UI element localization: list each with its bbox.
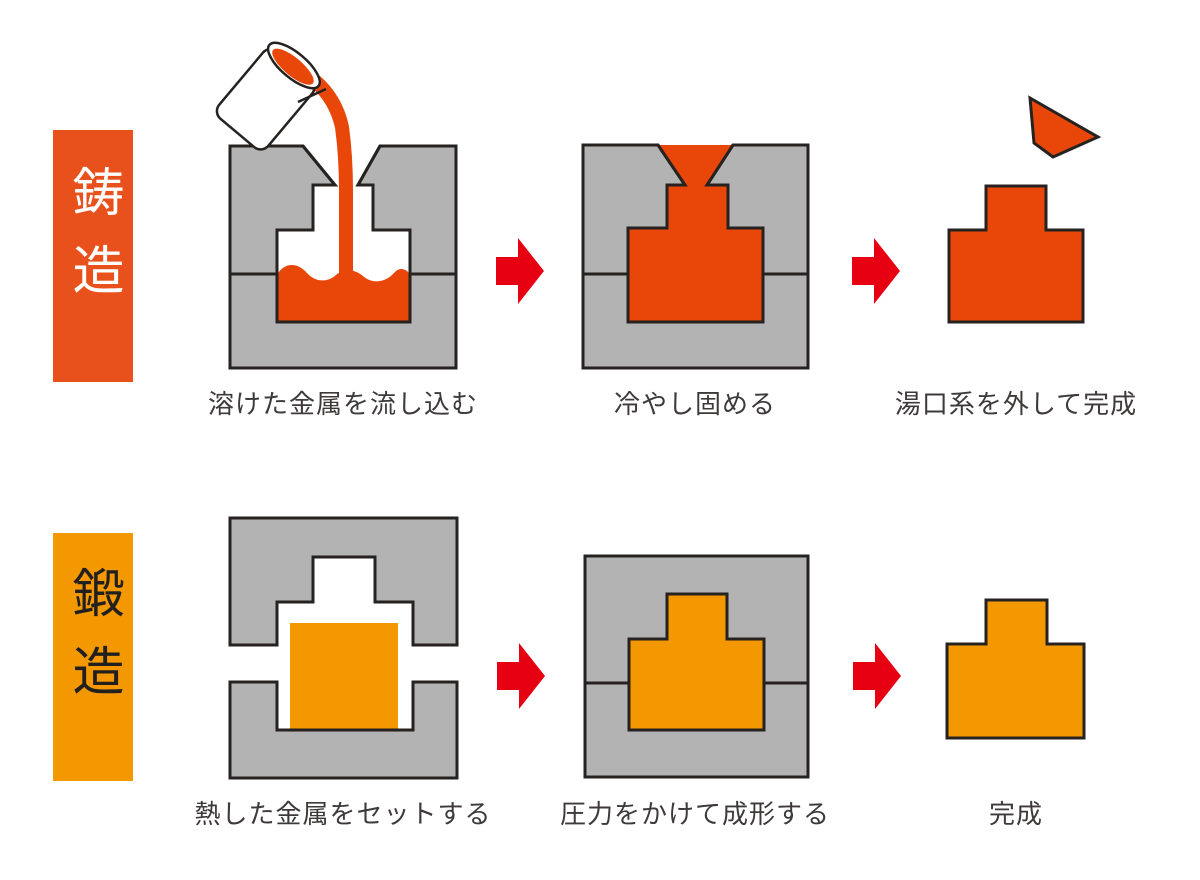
right-arrow-icon xyxy=(853,643,901,709)
forged-part-in-die xyxy=(627,592,766,732)
upper-die xyxy=(228,516,459,647)
right-arrow-icon xyxy=(497,643,545,709)
molten-metal-stream xyxy=(310,75,353,277)
step-caption: 溶けた金属を流し込む xyxy=(207,390,478,420)
step-caption: 湯口系を外して完成 xyxy=(894,390,1138,420)
pouring-cup xyxy=(215,41,321,151)
step-caption: 熱した金属をセットする xyxy=(194,800,492,830)
finished-forged-part xyxy=(945,598,1086,740)
cup-spout-line xyxy=(297,87,327,104)
molten-metal-pool xyxy=(277,264,410,322)
right-arrow-shape xyxy=(496,238,544,304)
sprue-piece xyxy=(1028,95,1102,159)
casting-mold-outline xyxy=(581,143,810,370)
casting-row-label: 鋳造 xyxy=(53,130,133,382)
step-caption: 圧力をかけて成形する xyxy=(559,800,830,830)
solidified-casting xyxy=(628,145,763,322)
casting-mold-outline xyxy=(228,144,458,370)
casting-step1-pour-illustration xyxy=(215,41,458,370)
right-arrow-shape xyxy=(853,643,901,709)
forging-step1-setup-illustration xyxy=(228,516,459,780)
heated-metal-billet xyxy=(290,623,398,730)
forging-step2-press-illustration xyxy=(583,554,810,779)
step-caption: 冷やし固める xyxy=(613,390,776,420)
forging-row-label: 鍛造 xyxy=(53,533,133,781)
step-caption: 完成 xyxy=(988,800,1043,830)
casting-step2-cooling-illustration xyxy=(581,143,810,370)
right-arrow-icon xyxy=(496,238,544,304)
forging-step3-finished-illustration xyxy=(945,598,1086,740)
right-arrow-shape xyxy=(852,238,900,304)
forging-row-label-text: 鍛造 xyxy=(63,566,123,722)
lower-die xyxy=(228,680,459,780)
casting-row-label-text: 鋳造 xyxy=(63,165,123,321)
right-arrow-icon xyxy=(852,238,900,304)
finished-cast-part xyxy=(947,184,1085,324)
casting-step3-finished-illustration xyxy=(947,95,1102,324)
right-arrow-shape xyxy=(497,643,545,709)
cup-liquid xyxy=(272,48,314,85)
